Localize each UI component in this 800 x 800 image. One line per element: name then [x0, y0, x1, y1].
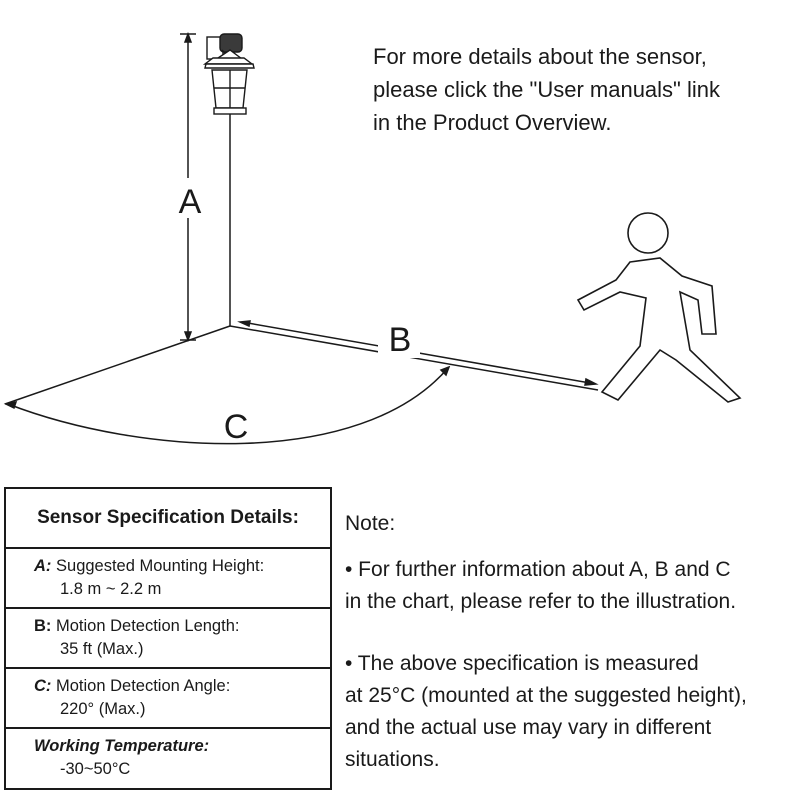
- note-line: • For further information about A, B and…: [345, 558, 731, 581]
- label-b: B: [389, 321, 412, 359]
- spec-key: C:: [34, 677, 52, 695]
- label-a: A: [179, 183, 202, 221]
- note-title: Note:: [345, 512, 396, 535]
- note-line: situations.: [345, 748, 440, 771]
- spec-row-detection-angle: C: Motion Detection Angle: 220° (Max.): [6, 669, 330, 729]
- note-line: • The above specification is measured: [345, 652, 699, 675]
- intro-line: in the Product Overview.: [373, 110, 612, 135]
- note-line: in the chart, please refer to the illust…: [345, 590, 737, 613]
- spec-value: 1.8 m ~ 2.2 m: [60, 580, 162, 598]
- intro-line: please click the "User manuals" link: [373, 77, 720, 102]
- spec-row-working-temperature: Working Temperature: -30~50°C: [6, 729, 330, 789]
- spec-value: -30~50°C: [60, 760, 131, 778]
- detection-angle-edge: [4, 325, 231, 405]
- wall-lamp-icon: [202, 33, 255, 115]
- spec-value: 220° (Max.): [60, 700, 146, 718]
- spec-value: 35 ft (Max.): [60, 640, 144, 658]
- spec-row-mounting-height: A: Suggested Mounting Height: 1.8 m ~ 2.…: [6, 549, 330, 609]
- spec-table: Sensor Specification Details: A: Suggest…: [4, 487, 332, 790]
- note-line: and the actual use may vary in different: [345, 716, 712, 739]
- spec-label: Suggested Mounting Height:: [51, 557, 265, 575]
- spec-row-detection-length: B: Motion Detection Length: 35 ft (Max.): [6, 609, 330, 669]
- spec-table-header: Sensor Specification Details:: [6, 489, 330, 549]
- spec-key: A:: [34, 557, 52, 575]
- detection-angle-arc: [7, 367, 449, 445]
- label-c: C: [224, 408, 249, 446]
- spec-key: B:: [34, 617, 52, 635]
- walking-person-icon: [576, 212, 742, 403]
- spec-key: Working Temperature:: [34, 737, 210, 755]
- sensor-detection-illustration: A B C: [3, 31, 742, 446]
- spec-label: Motion Detection Length:: [51, 617, 240, 635]
- spec-label: Motion Detection Angle:: [51, 677, 231, 695]
- note-section: Note: • For further information about A,…: [345, 508, 800, 776]
- note-line: at 25°C (mounted at the suggested height…: [345, 684, 747, 707]
- sensor-details-intro: For more details about the sensor, pleas…: [373, 40, 793, 139]
- intro-line: For more details about the sensor,: [373, 44, 707, 69]
